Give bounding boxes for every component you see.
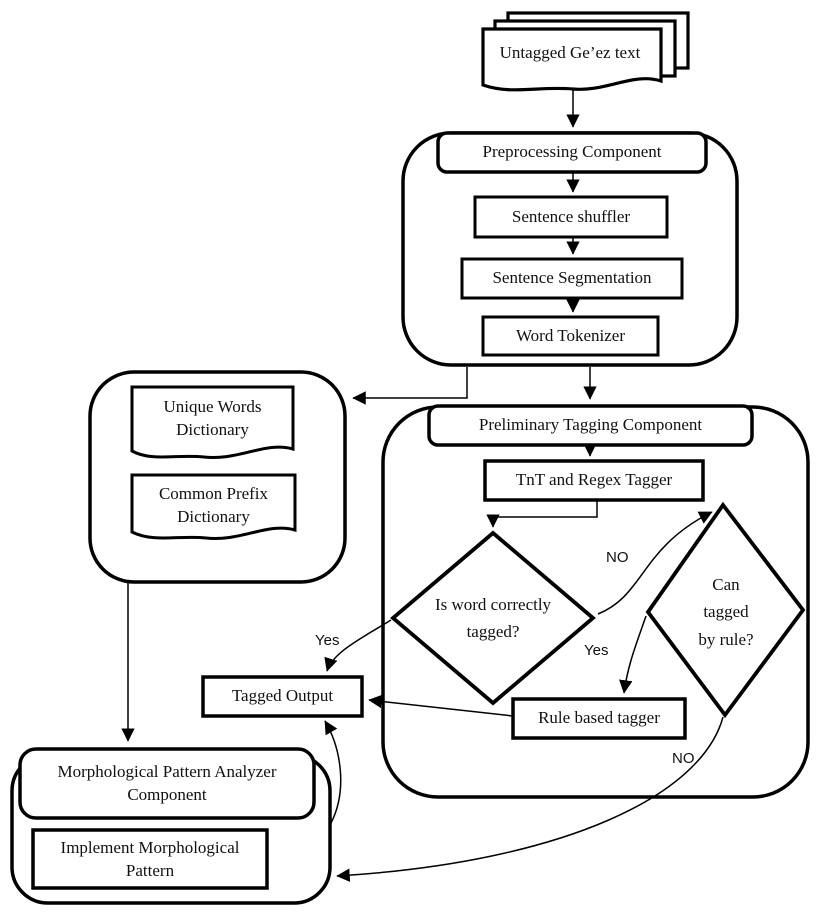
tagged-output-box [201, 675, 364, 718]
untagged-text-document [481, 27, 663, 92]
arrow-decision1-no-to-decision2 [597, 511, 713, 615]
sentence-shuffler-box [473, 195, 669, 239]
preprocessing-header-box [436, 131, 708, 174]
tnt-regex-tagger-box [483, 459, 705, 502]
rule-based-tagger-box [511, 697, 687, 740]
sentence-segmentation-box [460, 257, 684, 300]
arrow-decision2-no-to-morphological [336, 716, 724, 882]
arrow-morphological-to-tagged-output [324, 720, 342, 824]
implement-morphological-pattern-box [31, 828, 269, 890]
can-tagged-by-rule-diamond [645, 501, 806, 719]
arrow-decision1-yes-to-tagged-output [324, 619, 392, 672]
word-tokenizer-box [481, 315, 660, 357]
decision2-yes-label: Yes [584, 642, 609, 659]
preliminary-tagging-header-box [427, 404, 754, 447]
morphological-header-box [18, 747, 316, 820]
unique-words-dictionary-document [130, 385, 295, 460]
decision1-no-label: NO [606, 549, 629, 566]
arrow-rule-tagger-to-tagged-output [368, 694, 514, 717]
is-word-correctly-tagged-diamond [390, 530, 596, 706]
decision1-yes-label: Yes [315, 632, 340, 649]
arrow-preprocessing-to-dictionaries [352, 367, 468, 405]
decision2-no-label: NO [672, 750, 695, 767]
common-prefix-dictionary-document [130, 473, 297, 541]
arrow-tnt-to-decision1 [486, 500, 598, 528]
arrow-decision2-yes-to-rule-tagger [619, 615, 647, 694]
